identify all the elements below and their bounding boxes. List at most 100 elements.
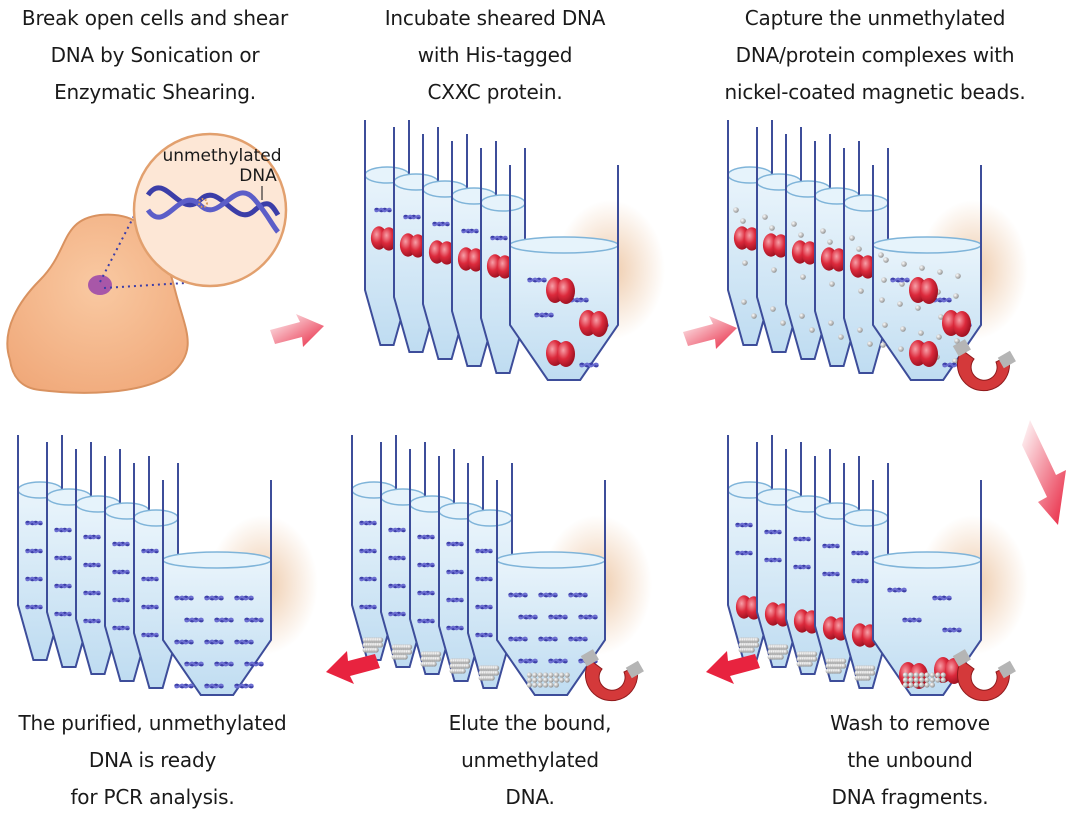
magnetic-bead [919,672,925,678]
magnetic-bead [858,288,864,294]
magnetic-bead [841,658,847,664]
magnetic-bead [564,677,570,683]
magnetic-bead [829,281,835,287]
caption-line: Wash to remove [830,711,990,735]
caption-line: Elute the bound, [448,711,612,735]
magnetic-bead [543,672,549,678]
magnetic-bead [548,677,554,683]
magnetic-bead [908,682,914,688]
magnetic-bead [553,672,560,678]
step-caption-break-cells: Break open cells and shear DNA by Sonica… [0,0,310,111]
magnetic-bead [913,672,919,678]
magnetic-bead [537,677,543,683]
magnetic-bead [915,305,921,311]
magnetic-bead [952,358,958,364]
magnetic-bead [924,677,930,683]
caption-line: nickel-coated magnetic beads. [724,80,1026,104]
magnetic-bead [780,320,786,326]
magnetic-bead [431,661,437,667]
magnetic-bead [908,677,914,683]
magnetic-bead [778,654,784,660]
magnetic-bead [799,313,805,319]
magnetic-bead [809,327,815,333]
inset-label-line2: DNA [239,166,277,186]
sample-tube [162,480,272,696]
magnetic-bead [870,665,876,671]
magnetic-bead [867,341,873,347]
magnetic-bead [929,672,936,678]
magnetic-bead [820,228,826,234]
caption-line: for PCR analysis. [70,785,235,809]
magnetic-bead [913,677,919,683]
dna-helix [145,185,281,218]
magnetic-bead [559,672,565,678]
magnetic-bead [954,338,960,344]
magnetic-bead [771,267,777,273]
step-caption-capture: Capture the unmethylated DNA/protein com… [680,0,1070,111]
magnetic-bead [938,314,944,320]
magnetic-bead [827,239,833,245]
magnetic-bead [870,670,876,676]
magnetic-bead [494,670,500,676]
magnetic-bead [953,293,959,299]
caption-line: with His-tagged [417,43,573,67]
magnetic-bead [902,672,909,678]
magnetic-bead [929,677,936,683]
caption-line: Incubate sheared DNA [384,6,606,30]
magnetic-bead [880,342,886,348]
magnetic-bead [857,327,863,333]
magnetic-bead [919,265,925,271]
magnetic-bead [489,675,495,681]
caption-line: The purified, unmethylated [18,711,287,735]
magnetic-bead [532,672,538,678]
magnetic-bead [924,672,930,678]
magnet-icon [952,649,1016,702]
magnetic-bead [402,654,408,660]
magnetic-bead [902,677,909,683]
magnetic-bead [436,656,442,662]
magnetic-bead [553,682,560,688]
arrow-step6-to-step5 [706,651,760,684]
step-caption-incubate: Incubate sheared DNA with His-tagged CXX… [345,0,645,111]
magnetic-bead [838,334,844,340]
magnetic-bead [783,649,789,655]
step-caption-elute: Elute the bound, unmethylated DNA. [380,705,680,816]
magnetic-bead [929,682,936,688]
caption-line: DNA fragments. [831,785,989,809]
magnetic-bead [856,246,862,252]
magnetic-bead [918,330,924,336]
magnetic-bead [899,281,905,287]
magnetic-bead [564,672,570,678]
magnetic-bead [543,682,549,688]
step-caption-wash: Wash to remove the unbound DNA fragments… [760,705,1060,816]
magnetic-bead [378,637,384,643]
magnetic-bead [407,644,413,650]
magnetic-bead [770,306,776,312]
arrow-step1-to-step2 [270,314,324,347]
magnetic-bead [900,326,906,332]
magnetic-bead [532,682,538,688]
inset-label-line1: unmethylated [162,146,281,166]
magnetic-bead [908,672,914,678]
magnet-icon [580,649,644,702]
tube-rack-incubate [364,120,665,381]
magnetic-bead [883,257,889,263]
magnetic-bead [754,642,760,648]
magnetic-bead [742,260,748,266]
magnetic-bead [849,235,855,241]
magnetic-bead [733,207,739,213]
magnetic-bead [807,661,813,667]
magnetic-bead [865,675,871,681]
caption-line: Enzymatic Shearing. [54,80,256,104]
magnetic-bead [879,297,885,303]
magnetic-bead [532,677,538,683]
magnetic-bead [740,218,746,224]
magnetic-bead [897,301,903,307]
magnetic-bead [841,663,847,669]
caption-line: unmethylated [461,748,599,772]
caption-line: DNA is ready [88,748,217,772]
caption-line: Capture the unmethylated [744,6,1006,30]
magnetic-bead [901,261,907,267]
magnetic-bead [407,649,413,655]
